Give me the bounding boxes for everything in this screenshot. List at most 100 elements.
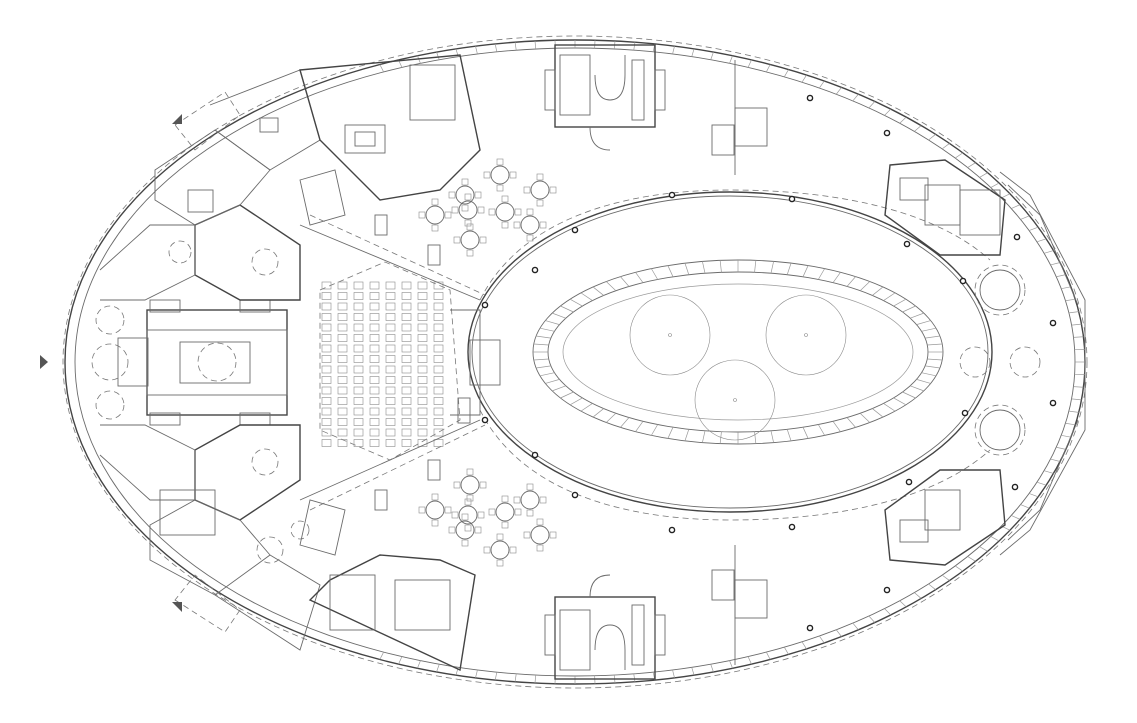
seat	[321, 397, 332, 405]
seat	[369, 397, 380, 405]
seat	[369, 313, 380, 321]
seat	[401, 302, 412, 311]
seat	[417, 376, 428, 384]
column	[961, 409, 969, 417]
seat	[385, 418, 396, 426]
column	[788, 523, 796, 531]
east-rooms	[884, 159, 1041, 566]
cafe-table	[451, 193, 485, 227]
seat	[401, 292, 412, 300]
seat	[337, 302, 348, 311]
seat	[385, 344, 396, 353]
seat	[321, 428, 332, 437]
cafe-table	[523, 173, 557, 207]
column	[788, 195, 796, 203]
seat	[433, 292, 444, 300]
seat	[353, 355, 364, 363]
seat	[321, 407, 332, 416]
seat	[337, 428, 348, 437]
seat	[353, 407, 364, 416]
northwest-rooms	[99, 54, 481, 301]
seat	[401, 334, 412, 342]
column	[481, 416, 489, 424]
west-entrance-arrow	[40, 355, 48, 369]
auditorium	[319, 261, 461, 461]
seat	[417, 281, 428, 290]
seat	[337, 397, 348, 405]
column	[571, 226, 579, 234]
cafe-table	[418, 198, 452, 232]
seat	[401, 407, 412, 416]
facade-tiles	[379, 40, 1085, 684]
seat	[337, 355, 348, 363]
seat	[433, 439, 444, 447]
seat	[417, 334, 428, 342]
cafe-table	[453, 223, 487, 257]
seat	[337, 386, 348, 395]
south-entrance-arrow	[172, 602, 182, 612]
seat	[321, 292, 332, 300]
inner-dashed-ring	[479, 189, 991, 521]
seat	[321, 355, 332, 363]
seat	[417, 313, 428, 321]
seat	[433, 407, 444, 416]
seat	[369, 292, 380, 300]
column	[668, 191, 676, 199]
seat	[321, 302, 332, 311]
entrance-markers	[40, 114, 182, 612]
seat	[385, 397, 396, 405]
cafe-table	[448, 513, 482, 547]
courtyard	[467, 191, 993, 513]
seat	[369, 439, 380, 447]
seat	[369, 281, 380, 290]
corridors	[299, 214, 501, 511]
column	[1049, 399, 1057, 407]
cafe-table	[483, 158, 517, 192]
seat	[353, 313, 364, 321]
seat	[321, 418, 332, 426]
seat	[401, 397, 412, 405]
seat	[337, 376, 348, 384]
seat	[353, 334, 364, 342]
north-entrance-arrow	[172, 114, 182, 124]
seat	[369, 376, 380, 384]
column	[905, 478, 913, 486]
seat	[369, 323, 380, 332]
seat	[433, 365, 444, 374]
seat	[433, 397, 444, 405]
seat	[337, 439, 348, 447]
seat	[385, 428, 396, 437]
seat	[385, 376, 396, 384]
southwest-rooms	[99, 424, 476, 672]
outer-shell	[62, 35, 1088, 689]
south-service-block	[544, 545, 768, 680]
seat	[353, 376, 364, 384]
seat	[353, 439, 364, 447]
seat	[433, 313, 444, 321]
seat	[433, 355, 444, 363]
east-entrance	[999, 171, 1086, 556]
seat	[385, 439, 396, 447]
seat	[385, 334, 396, 342]
seat	[433, 323, 444, 332]
seat	[417, 407, 428, 416]
seat	[337, 407, 348, 416]
seat	[417, 386, 428, 395]
seat	[417, 418, 428, 426]
seat	[385, 302, 396, 311]
seat	[385, 281, 396, 290]
seat	[353, 344, 364, 353]
seat	[433, 344, 444, 353]
west-hall	[91, 299, 288, 426]
seat	[369, 428, 380, 437]
seat	[385, 323, 396, 332]
north-service-block	[544, 44, 768, 175]
seat	[417, 323, 428, 332]
seat	[385, 365, 396, 374]
column	[481, 301, 489, 309]
seat	[417, 439, 428, 447]
seat	[337, 365, 348, 374]
seat	[433, 418, 444, 426]
seat	[417, 344, 428, 353]
